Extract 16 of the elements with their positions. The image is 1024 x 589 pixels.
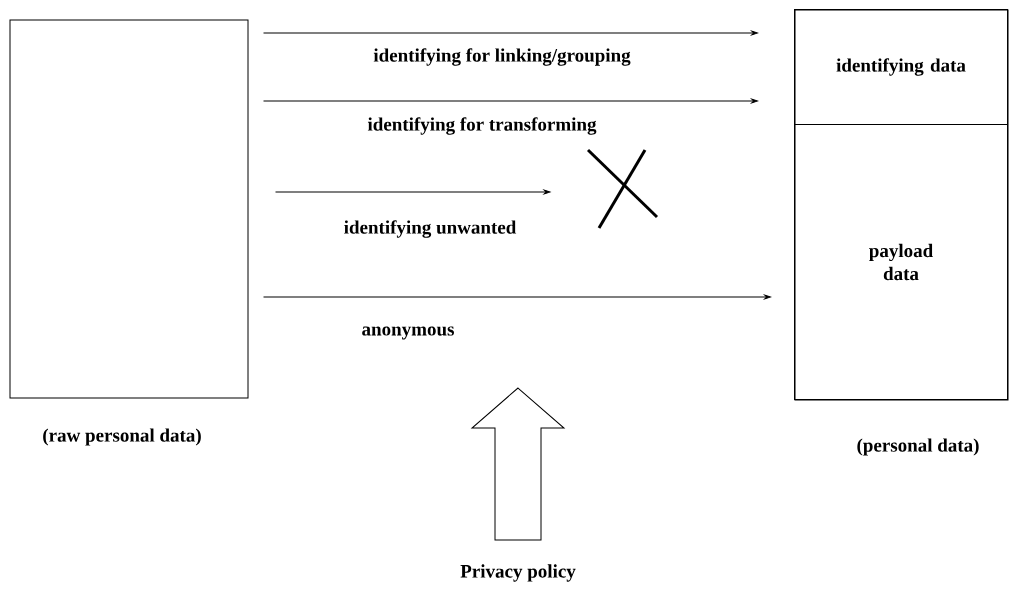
arrow [263,30,758,36]
edge-label: identifying for transforming [367,117,597,135]
data-box [794,9,1009,401]
edge-label: anonymous [362,326,454,340]
node-label: (personal data) [857,438,979,456]
section-box: identifying data [794,9,1008,125]
arrow [275,189,551,195]
arrow [263,98,758,104]
edge-label: identifying unwanted [344,220,517,238]
caption: Privacy policy [460,564,576,582]
section-box: payload data [794,124,1008,400]
cross-mark [586,148,659,229]
data-box [9,19,249,399]
edge-label: identifying for linking/grouping [373,48,631,66]
arrow [263,294,771,300]
node-label: (raw personal data) [43,428,201,446]
